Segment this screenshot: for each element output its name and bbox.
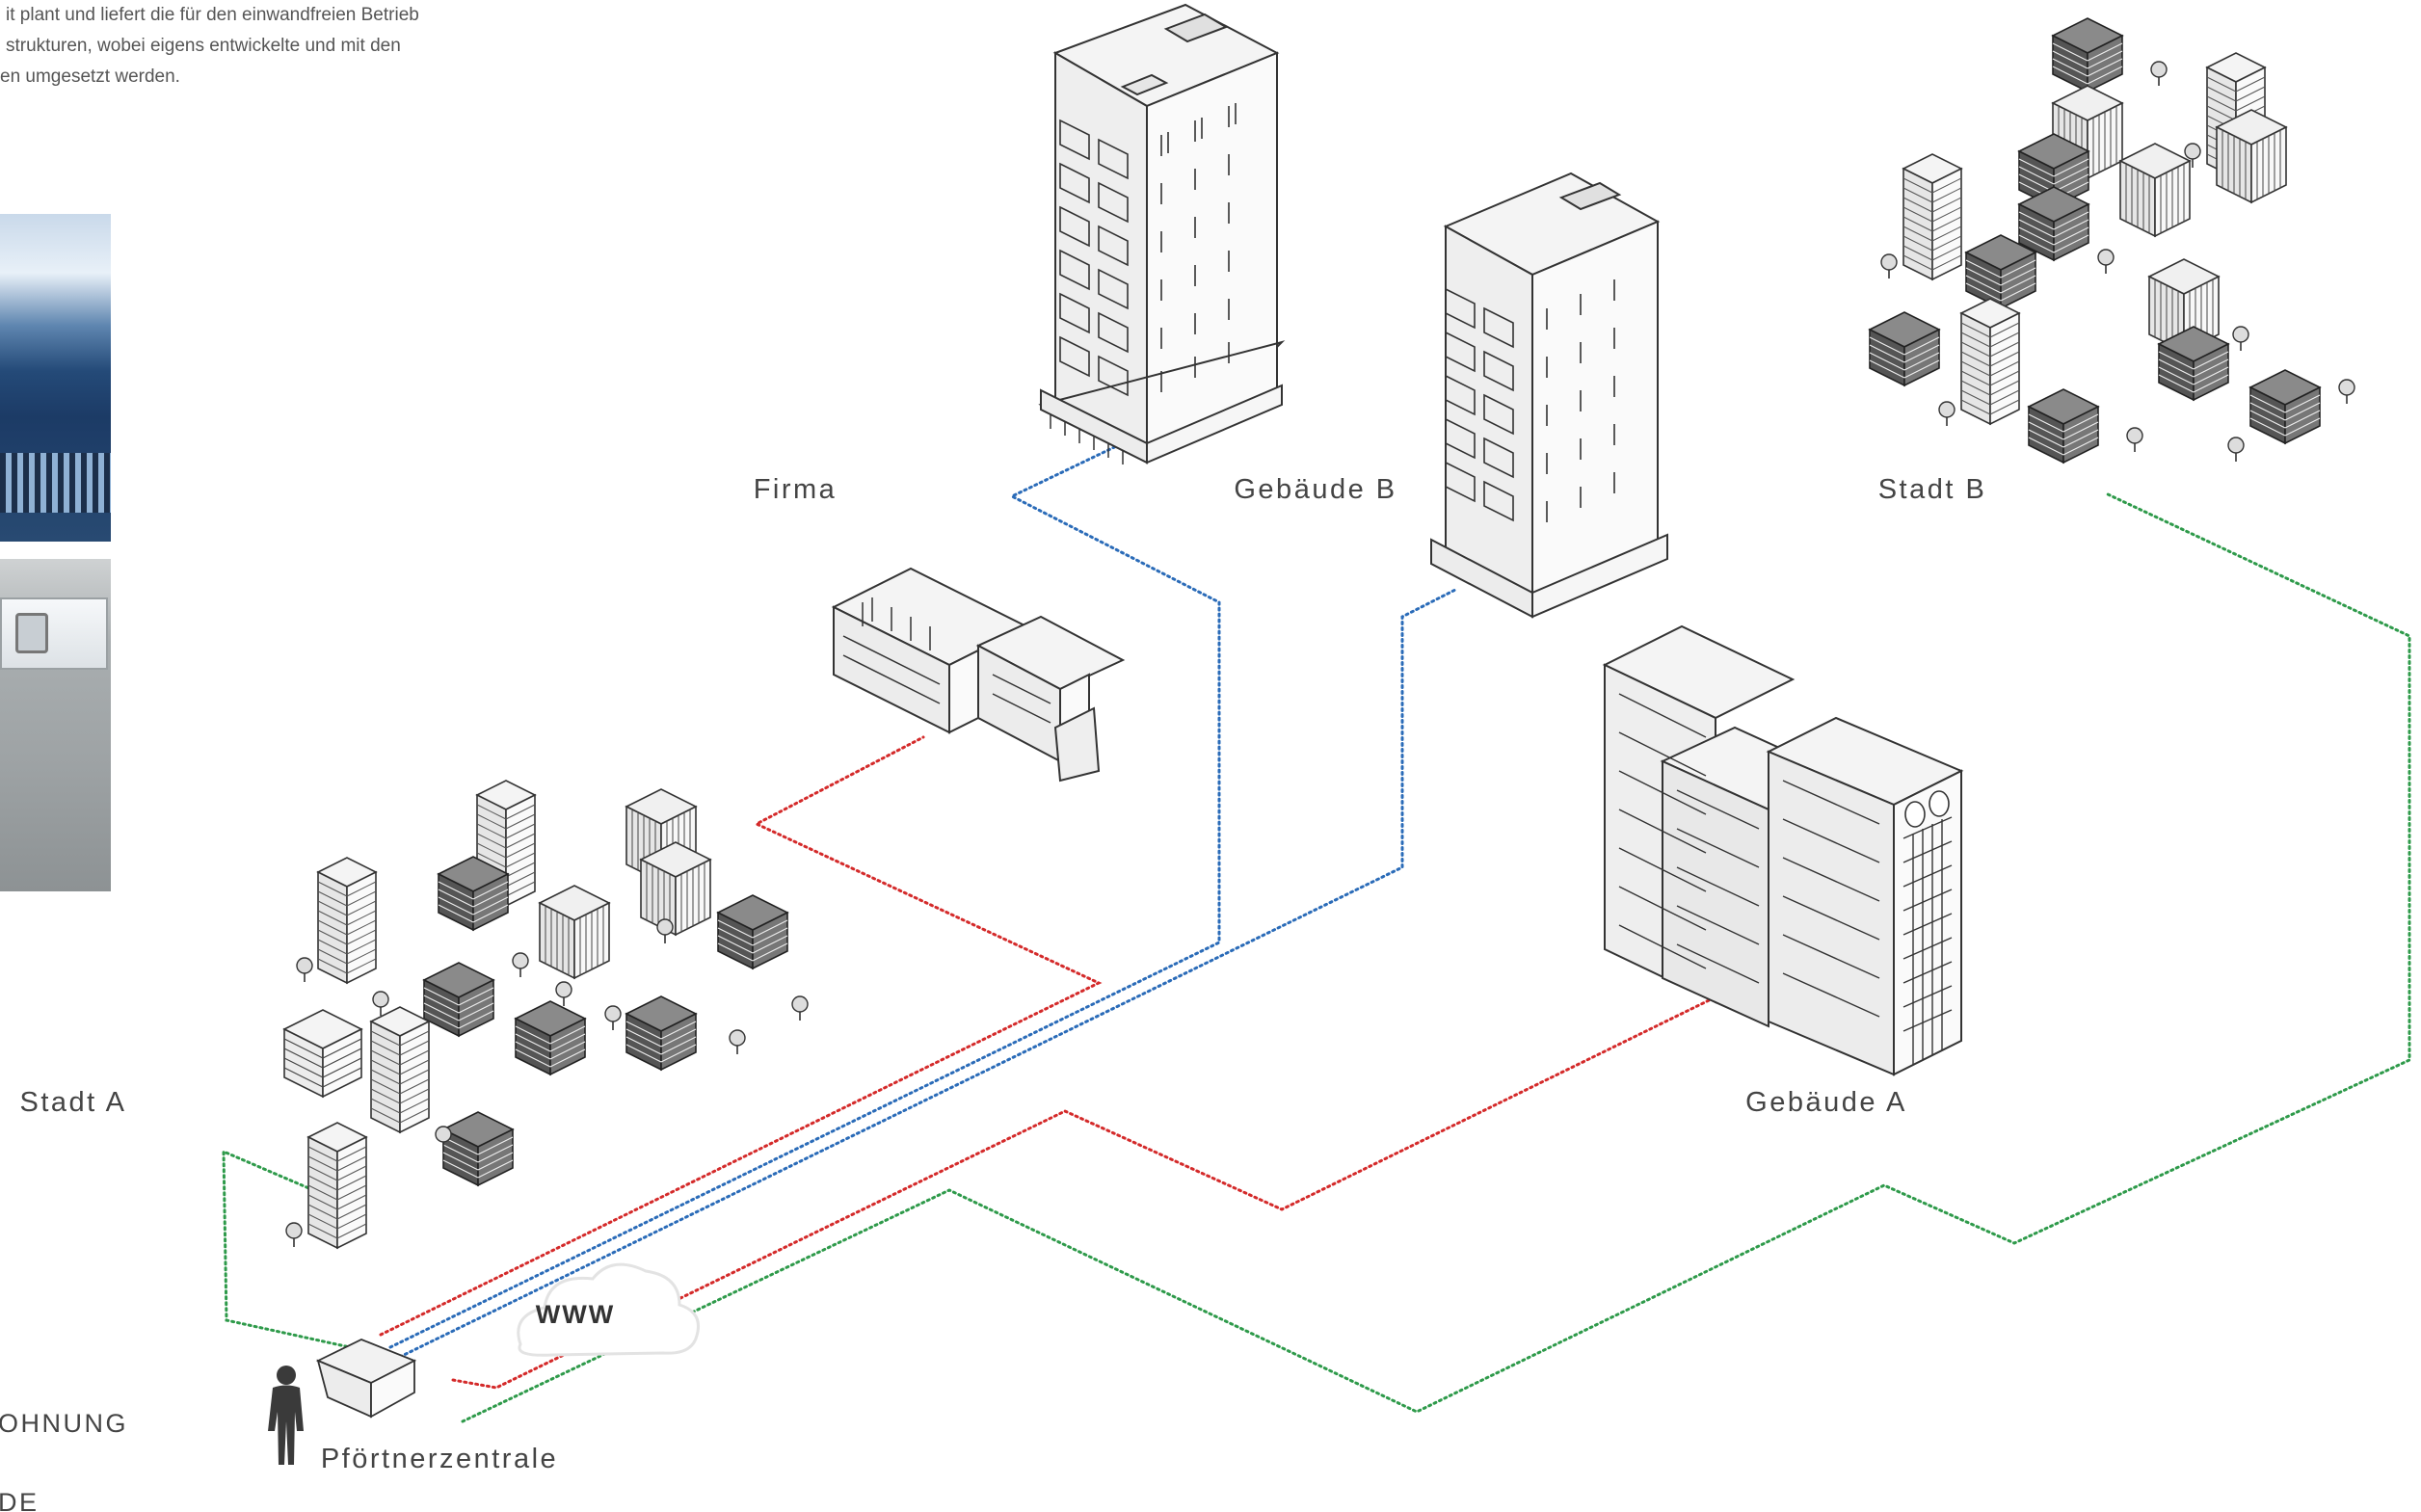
- red-line-gebaeude-a: [451, 981, 1746, 1390]
- gebaeude-a-building: [1602, 624, 1964, 1076]
- blue-line-gebaeude-b: [398, 588, 1457, 1359]
- intro-line: it plant und liefert die für den einwand…: [6, 5, 419, 25]
- cloud-icon: WWW: [517, 1262, 700, 1357]
- stadt-b-city: [1869, 17, 2355, 464]
- pfoertnerzentrale-desk: [315, 1339, 417, 1419]
- label-firma: Firma: [754, 474, 838, 505]
- gebaeude-b-tower: [1430, 172, 1668, 619]
- intro-line: en umgesetzt werden.: [0, 66, 180, 87]
- connection-lines: [222, 437, 2411, 1423]
- intro-text: it plant und liefert die für den einwand…: [0, 0, 569, 93]
- label-stadt-a: Stadt A: [19, 1087, 126, 1118]
- firma-tower: [1038, 3, 1286, 464]
- building-facade-photo: [0, 214, 111, 542]
- person-silhouette-icon: [268, 1366, 304, 1465]
- green-line-stadt-a: [222, 1149, 383, 1356]
- firma-office-building: [831, 567, 1126, 783]
- menu-item-wohnung[interactable]: OHNUNG: [0, 1409, 128, 1438]
- intro-line: strukturen, wobei eigens entwickelte und…: [6, 36, 401, 56]
- menu-item-gebaeude[interactable]: DE: [0, 1488, 40, 1512]
- label-pfoertnerzentrale: Pförtnerzentrale: [321, 1444, 558, 1474]
- red-line-firma: [379, 735, 1103, 1337]
- label-gebaeude-a: Gebäude A: [1745, 1087, 1907, 1118]
- blue-line-firma: [388, 437, 1221, 1349]
- label-stadt-b: Stadt B: [1878, 474, 1987, 505]
- label-gebaeude-b: Gebäude B: [1234, 474, 1397, 505]
- green-line-stadt-b: [461, 491, 2411, 1423]
- intercom-panel-photo: [0, 559, 111, 891]
- stadt-a-city: [283, 780, 809, 1249]
- cloud-label: WWW: [536, 1300, 615, 1329]
